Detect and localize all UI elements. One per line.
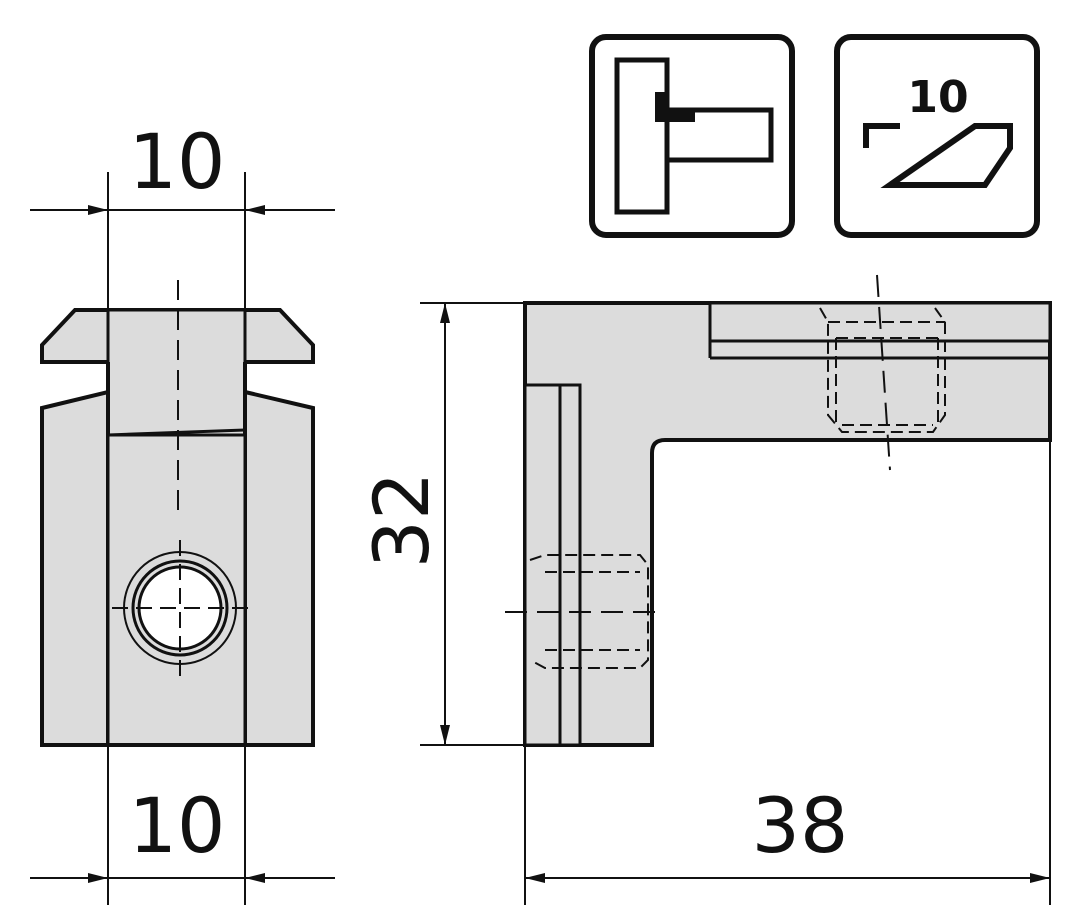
- length-dimension: 38: [525, 781, 1050, 883]
- top-width-dimension: 10: [30, 117, 335, 215]
- bottom-width-dimension: 10: [30, 781, 335, 883]
- front-view: 10 10: [30, 117, 335, 905]
- length-label: 38: [752, 781, 849, 870]
- bottom-width-label: 10: [129, 781, 226, 870]
- t-connector-icon: [589, 34, 795, 238]
- height-label: 32: [357, 472, 446, 569]
- side-view: 32 38: [357, 274, 1052, 905]
- top-width-label: 10: [129, 117, 226, 206]
- height-dimension: 32: [357, 303, 450, 745]
- slot-profile-icon: 10: [834, 34, 1040, 238]
- slot-size-label: 10: [907, 72, 968, 123]
